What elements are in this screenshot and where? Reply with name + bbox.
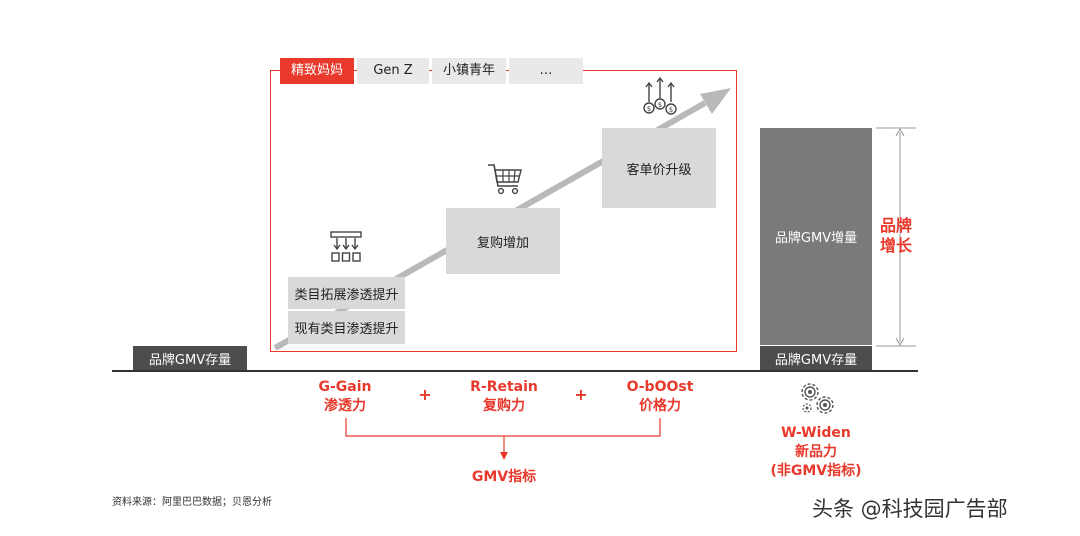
svg-text:$: $ — [658, 101, 662, 109]
factor-o-title: O-bOOst — [626, 379, 694, 395]
tab-gen-z[interactable]: Gen Z — [357, 58, 429, 84]
w-widen-block: W-Widen 新品力 (非GMV指标) — [750, 424, 882, 481]
brand-growth-label: 品牌 增长 — [874, 216, 918, 256]
brand-growth-line1: 品牌 — [879, 216, 912, 235]
plus-sign-1: + — [418, 385, 432, 404]
tab-more[interactable]: … — [509, 58, 583, 84]
growth-range-arrow — [876, 127, 916, 347]
baseline — [112, 370, 918, 372]
svg-text:$: $ — [647, 105, 651, 113]
brand-growth-line2: 增长 — [879, 236, 912, 255]
factor-o-boost: O-bOOst 价格力 — [612, 378, 708, 416]
right-gmv-increment-bar: 品牌GMV增量 — [760, 128, 872, 345]
factor-r-retain: R-Retain 复购力 — [452, 378, 556, 416]
distribution-icon — [330, 231, 362, 262]
w-widen-note: (非GMV指标) — [770, 463, 862, 479]
gmv-bracket — [345, 418, 661, 460]
right-gmv-stock-bar: 品牌GMV存量 — [760, 346, 872, 370]
watermark: 头条 @科技园广告部 — [812, 497, 1008, 521]
shopping-cart-icon — [488, 164, 522, 195]
tab-small-town-youth[interactable]: 小镇青年 — [432, 58, 506, 84]
gmv-index-label: GMV指标 — [471, 469, 537, 485]
w-widen-title: W-Widen — [781, 425, 851, 441]
tab-refined-moms[interactable]: 精致妈妈 — [280, 58, 354, 84]
factor-r-sub: 复购力 — [483, 398, 525, 414]
plus-sign-2: + — [574, 385, 588, 404]
factor-g-gain: G-Gain 渗透力 — [300, 378, 390, 416]
price-up-icon: $ $ $ — [643, 76, 677, 115]
left-gmv-stock-bar: 品牌GMV存量 — [133, 346, 247, 370]
box-category-expand: 类目拓展渗透提升 — [288, 277, 405, 309]
box-aov-upgrade: 客单价升级 — [602, 128, 716, 208]
gears-icon — [801, 383, 834, 414]
svg-text:$: $ — [669, 106, 673, 114]
factor-o-sub: 价格力 — [639, 398, 681, 414]
box-existing-category: 现有类目渗透提升 — [288, 311, 405, 344]
source-note: 资料来源：阿里巴巴数据；贝恩分析 — [112, 497, 272, 508]
factor-g-sub: 渗透力 — [324, 398, 366, 414]
factor-g-title: G-Gain — [318, 379, 372, 395]
factor-r-title: R-Retain — [470, 379, 538, 395]
box-repurchase: 复购增加 — [446, 208, 560, 274]
w-widen-sub: 新品力 — [795, 444, 837, 460]
